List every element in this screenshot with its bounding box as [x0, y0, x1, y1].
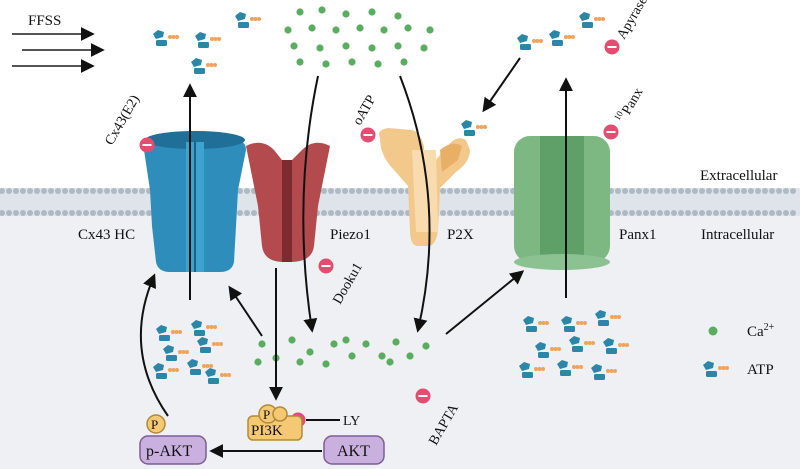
panx1-channel	[514, 136, 610, 270]
arrow-calcium-into-piezo	[302, 75, 319, 333]
calcium-ion	[386, 358, 394, 366]
legend: Ca2+ ATP	[703, 322, 775, 378]
oatp-label: oATP	[350, 93, 379, 128]
p-akt-node: P p-AKT	[139, 414, 207, 465]
arrow-calcium-into-p2x	[399, 75, 431, 333]
apyrase-inhibitor-icon	[604, 39, 620, 55]
panx-inhibitor-icon	[603, 124, 619, 140]
calcium-ions	[254, 6, 434, 368]
calcium-ion	[318, 6, 326, 14]
calcium-ion	[368, 44, 376, 52]
arrow-calcium-to-panx1	[445, 270, 525, 335]
arrow-atp-to-p2x	[482, 57, 521, 113]
cx43-hemichannel	[144, 131, 246, 272]
calcium-ion	[394, 42, 402, 50]
legend-calcium-label: Ca2+	[747, 322, 775, 340]
cx43hc-label: Cx43 HC	[78, 227, 135, 243]
piezo1-label: Piezo1	[330, 227, 371, 243]
legend-atp-label: ATP	[747, 362, 774, 378]
p2x-label: P2X	[447, 227, 474, 243]
calcium-ion	[380, 26, 388, 34]
calcium-ion	[420, 44, 428, 52]
piezo1-channel	[246, 142, 330, 262]
ffss-flow-arrows	[12, 27, 105, 73]
atp-molecule	[235, 12, 261, 28]
bapta-inhibitor-icon	[415, 388, 431, 404]
calcium-ion	[342, 10, 350, 18]
panx1-label: Panx1	[619, 227, 657, 243]
calcium-ion	[254, 358, 262, 366]
panx-inhibitor-name: Panx	[619, 86, 646, 118]
p-akt-label: p-AKT	[146, 443, 192, 460]
oatp-inhibitor-icon	[360, 127, 376, 143]
atp-molecule	[579, 12, 605, 28]
calcium-ion	[374, 60, 382, 68]
pi3k-label: PI3K	[251, 423, 283, 439]
calcium-ion	[330, 340, 338, 348]
calcium-ion	[348, 352, 356, 360]
calcium-ion	[348, 58, 356, 66]
extracellular-label: Extracellular	[700, 168, 777, 184]
ffss-label: FFSS	[28, 13, 61, 29]
atp-molecule	[195, 32, 221, 48]
calcium-ion	[296, 58, 304, 66]
p2x-receptor	[379, 128, 470, 246]
calcium-ion	[342, 336, 350, 344]
akt-label: AKT	[337, 443, 370, 460]
cell-membrane	[0, 188, 800, 216]
akt-node: AKT	[323, 435, 385, 465]
panx-inhibitor-label: 10 Panx	[612, 86, 647, 122]
atp-molecule	[461, 120, 487, 136]
calcium-ion	[316, 44, 324, 52]
atp-molecule	[153, 30, 179, 46]
atp-molecule	[517, 34, 543, 50]
dooku1-inhibitor-icon	[318, 258, 334, 274]
calcium-ion	[296, 358, 304, 366]
calcium-ion	[258, 340, 266, 348]
calcium-ion	[288, 336, 296, 344]
ly-label: LY	[343, 414, 360, 429]
intracellular-label: Intracellular	[701, 227, 774, 243]
calcium-ion	[322, 360, 330, 368]
arrow-calcium-to-cx43	[228, 285, 263, 337]
calcium-ion	[342, 42, 350, 50]
cx43e2-inhibitor-icon	[139, 137, 155, 153]
calcium-ion	[284, 26, 292, 34]
p-akt-phospho-label: P	[151, 417, 158, 432]
calcium-ion	[368, 8, 376, 16]
calcium-ion	[400, 58, 408, 66]
calcium-ion	[296, 8, 304, 16]
calcium-ion	[378, 352, 386, 360]
cx43e2-label: Cx43(E2)	[102, 92, 143, 148]
legend-calcium-icon	[708, 326, 718, 336]
pi3k-phospho-label: P	[263, 407, 270, 422]
calcium-ion	[356, 24, 364, 32]
calcium-ion	[406, 352, 414, 360]
pi3k-node: P PI3K	[247, 404, 303, 441]
calcium-ion	[392, 338, 400, 346]
atp-molecule	[549, 30, 575, 46]
calcium-ion	[404, 24, 412, 32]
apyrase-label: Apyrase	[614, 0, 650, 42]
calcium-ion	[332, 26, 340, 34]
intracellular-region	[0, 200, 800, 469]
calcium-ion	[290, 42, 298, 50]
calcium-ion	[322, 60, 330, 68]
calcium-ion	[362, 340, 370, 348]
calcium-ion	[426, 26, 434, 34]
calcium-ion	[306, 348, 314, 356]
calcium-ion	[308, 24, 316, 32]
atp-molecule	[191, 58, 217, 74]
calcium-ion	[422, 342, 430, 350]
calcium-ion	[394, 12, 402, 20]
arrow-pakt-to-cx43	[139, 273, 169, 417]
